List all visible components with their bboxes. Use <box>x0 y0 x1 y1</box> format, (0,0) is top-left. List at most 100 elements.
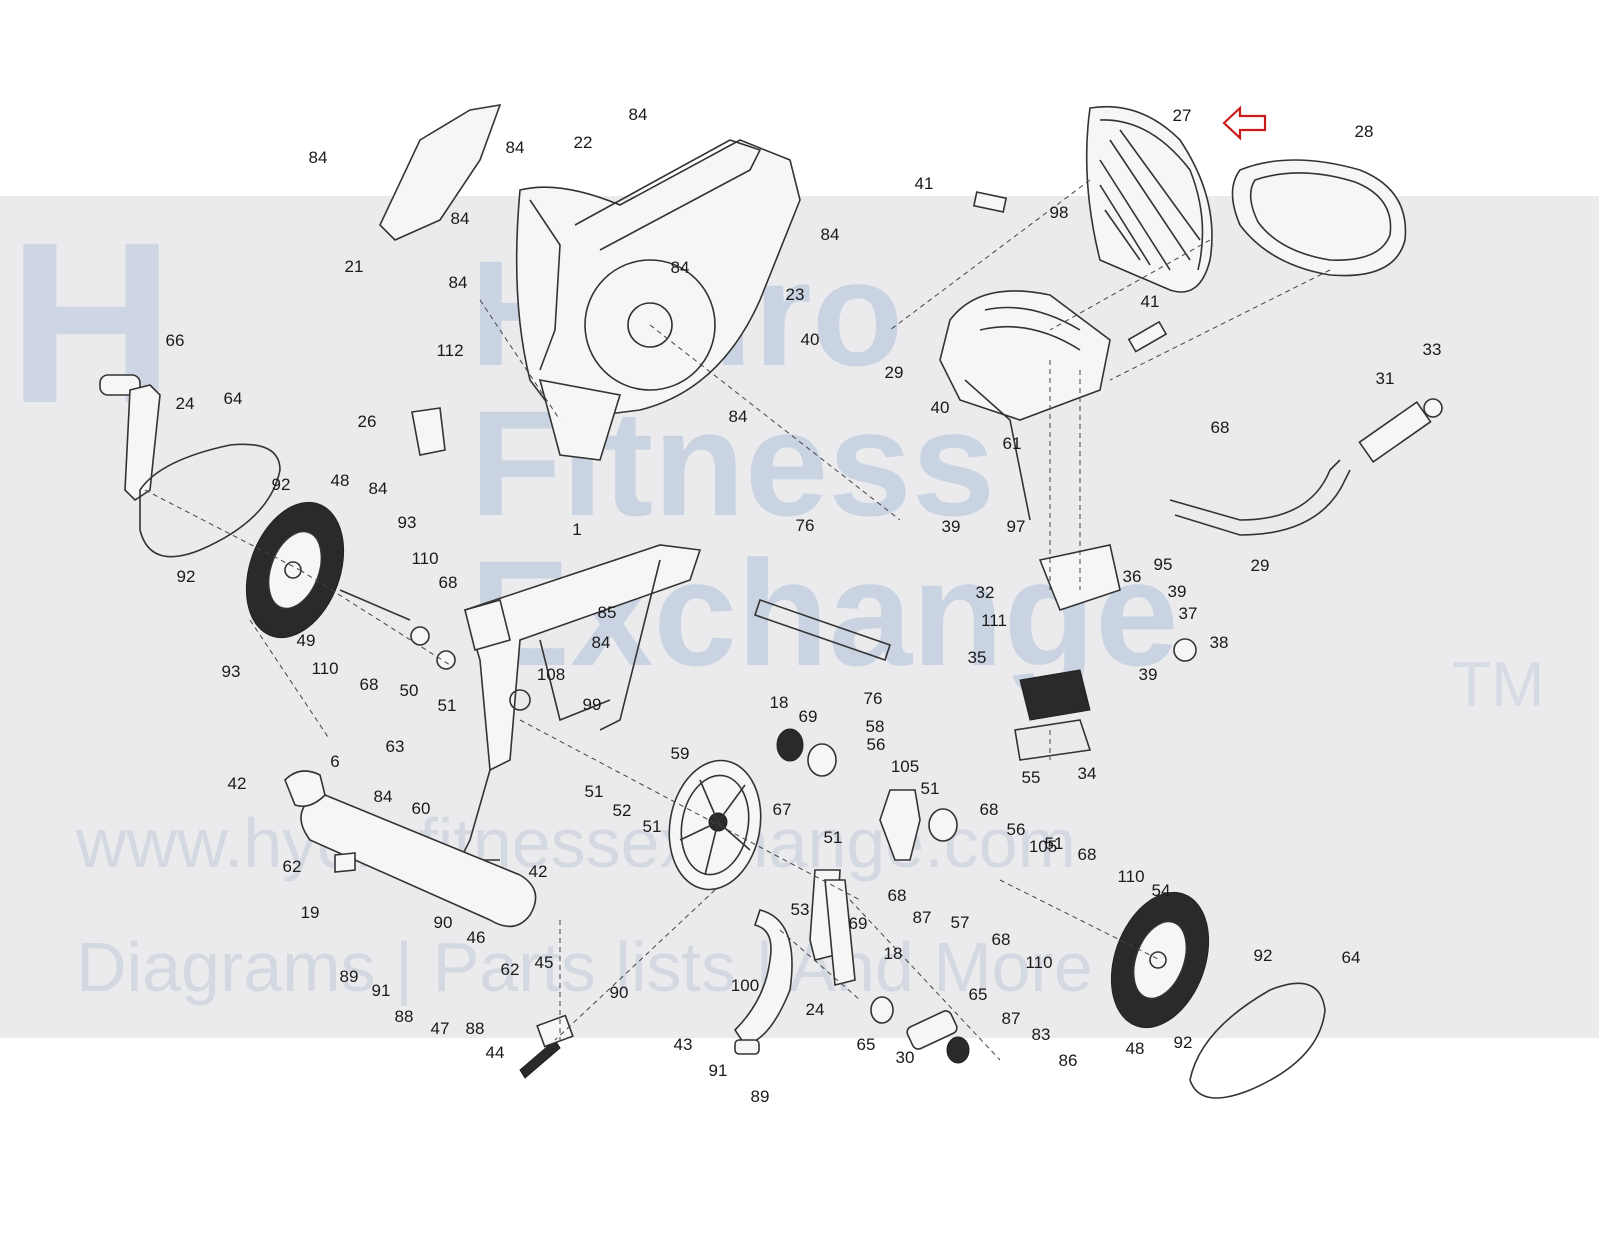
callout-40: 40 <box>801 330 820 349</box>
callout-85: 85 <box>598 603 617 622</box>
callout-84: 84 <box>592 633 611 652</box>
part-29-seat-frame <box>939 290 1111 421</box>
callout-21: 21 <box>345 257 364 276</box>
callout-68: 68 <box>439 573 458 592</box>
callout-51: 51 <box>585 782 604 801</box>
callout-1: 1 <box>572 520 581 539</box>
callout-32: 32 <box>976 583 995 602</box>
callout-56: 56 <box>867 735 886 754</box>
callout-39: 39 <box>942 517 961 536</box>
callout-24: 24 <box>806 1000 825 1019</box>
callout-35: 35 <box>968 648 987 667</box>
callout-68: 68 <box>888 886 907 905</box>
callout-95: 95 <box>1154 555 1173 574</box>
callout-92: 92 <box>1174 1033 1193 1052</box>
callout-90: 90 <box>434 913 453 932</box>
callout-38: 38 <box>1210 633 1229 652</box>
callout-57: 57 <box>951 913 970 932</box>
callout-58: 58 <box>866 717 885 736</box>
callout-56: 56 <box>1007 820 1026 839</box>
callout-93: 93 <box>398 513 417 532</box>
callout-44: 44 <box>486 1043 505 1062</box>
callout-84: 84 <box>374 787 393 806</box>
watermark-trademark: TM <box>1452 648 1545 720</box>
part-26-cover <box>411 407 446 456</box>
callout-64: 64 <box>1342 948 1361 967</box>
callout-68: 68 <box>992 930 1011 949</box>
callout-34: 34 <box>1078 764 1097 783</box>
callout-86: 86 <box>1059 1051 1078 1070</box>
callout-42: 42 <box>529 862 548 881</box>
callout-36: 36 <box>1123 567 1142 586</box>
callout-97: 97 <box>1007 517 1026 536</box>
callout-22: 22 <box>574 133 593 152</box>
callout-108: 108 <box>537 665 565 684</box>
part-23-shroud <box>515 139 801 421</box>
callout-84: 84 <box>451 209 470 228</box>
callout-51: 51 <box>438 696 457 715</box>
callout-41: 41 <box>1141 292 1160 311</box>
callout-110: 110 <box>1117 867 1144 886</box>
callout-23: 23 <box>786 285 805 304</box>
callout-6: 6 <box>330 752 339 771</box>
part-21-shroud <box>379 103 502 241</box>
watermark-tagline: Diagrams | Parts lists | And More <box>76 928 1093 1006</box>
callout-31: 31 <box>1376 369 1395 388</box>
callout-24: 24 <box>176 394 195 413</box>
callout-28: 28 <box>1355 122 1374 141</box>
callout-68: 68 <box>360 675 379 694</box>
callout-98: 98 <box>1050 203 1069 222</box>
callout-60: 60 <box>412 799 431 818</box>
callout-55: 55 <box>1022 768 1041 787</box>
callout-87: 87 <box>1002 1009 1021 1028</box>
callout-54: 54 <box>1152 881 1171 900</box>
callout-30: 30 <box>896 1048 915 1067</box>
callout-50: 50 <box>400 681 419 700</box>
callout-39: 39 <box>1139 665 1158 684</box>
callout-61: 61 <box>1003 434 1022 453</box>
callout-62: 62 <box>501 960 520 979</box>
callout-51: 51 <box>643 817 662 836</box>
callout-105: 105 <box>891 757 919 776</box>
callout-68: 68 <box>980 800 999 819</box>
callout-92: 92 <box>1254 946 1273 965</box>
part-64-belt-left <box>139 443 281 558</box>
part-1-main-frame <box>464 544 702 772</box>
callout-84: 84 <box>821 225 840 244</box>
callout-65: 65 <box>969 985 988 1004</box>
callout-66: 66 <box>166 331 185 350</box>
callout-88: 88 <box>395 1007 414 1026</box>
part-28-seat <box>1231 159 1407 277</box>
part-57-bracket <box>879 789 921 861</box>
part-29-handlebar <box>1169 459 1341 521</box>
callout-59: 59 <box>671 744 690 763</box>
callout-92: 92 <box>177 567 196 586</box>
callout-111: 111 <box>981 611 1007 630</box>
callout-46: 46 <box>467 928 486 947</box>
callout-18: 18 <box>770 693 789 712</box>
part-42-endcap <box>284 770 326 808</box>
callout-84: 84 <box>729 407 748 426</box>
callout-64: 64 <box>224 389 243 408</box>
callout-51: 51 <box>1045 834 1064 853</box>
callout-29: 29 <box>885 363 904 382</box>
callout-92: 92 <box>272 475 291 494</box>
callout-89: 89 <box>340 967 359 986</box>
callout-52: 52 <box>613 801 632 820</box>
callout-67: 67 <box>773 800 792 819</box>
callout-65: 65 <box>857 1035 876 1054</box>
callout-63: 63 <box>386 737 405 756</box>
callout-48: 48 <box>1126 1039 1145 1058</box>
callout-110: 110 <box>311 659 338 678</box>
callout-87: 87 <box>913 908 932 927</box>
callout-53: 53 <box>791 900 810 919</box>
callout-105: 105 <box>1029 837 1057 856</box>
highlight-arrow <box>1222 105 1267 141</box>
callout-99: 99 <box>583 695 602 714</box>
callout-100: 100 <box>731 976 759 995</box>
callout-110: 110 <box>1025 953 1052 972</box>
callout-69: 69 <box>849 914 868 933</box>
callout-19: 19 <box>301 903 320 922</box>
part-64-belt-right <box>1189 982 1326 1099</box>
callout-83: 83 <box>1032 1025 1051 1044</box>
